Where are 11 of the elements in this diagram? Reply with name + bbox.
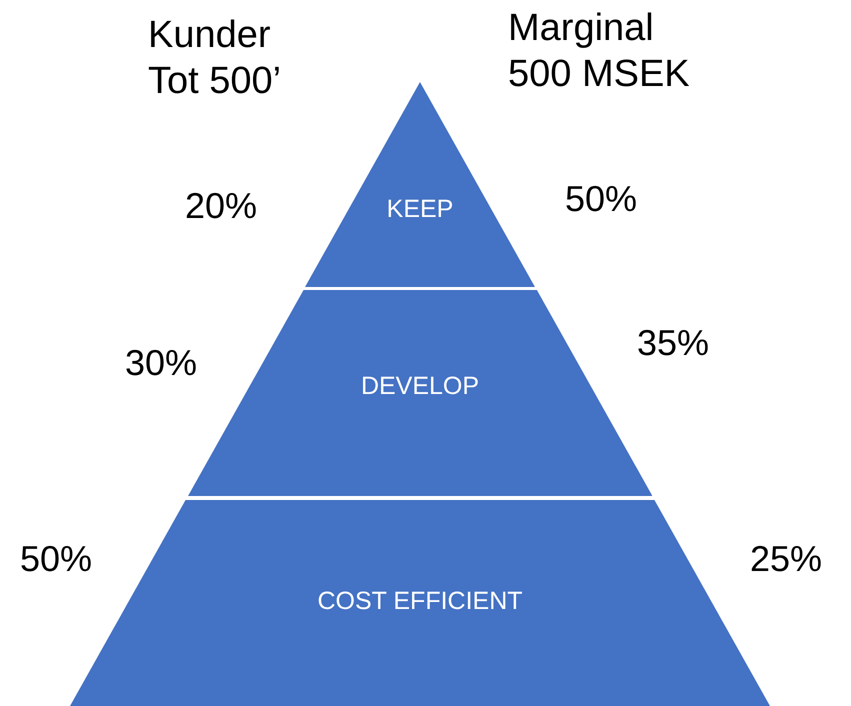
percentage-label: 50% — [565, 178, 638, 220]
percentage-label: 35% — [637, 322, 710, 364]
section-label: DEVELOP — [360, 372, 480, 401]
percentage-label: 30% — [125, 342, 198, 384]
column-heading: Kunder Tot 500’ — [148, 13, 282, 104]
percentage-label: 20% — [185, 185, 258, 227]
column-heading: Marginal 500 MSEK — [508, 6, 691, 97]
percentage-label: 25% — [750, 538, 822, 580]
section-label: KEEP — [386, 195, 454, 224]
section-label: COST EFFICIENT — [316, 587, 524, 616]
percentage-label: 50% — [20, 538, 92, 580]
